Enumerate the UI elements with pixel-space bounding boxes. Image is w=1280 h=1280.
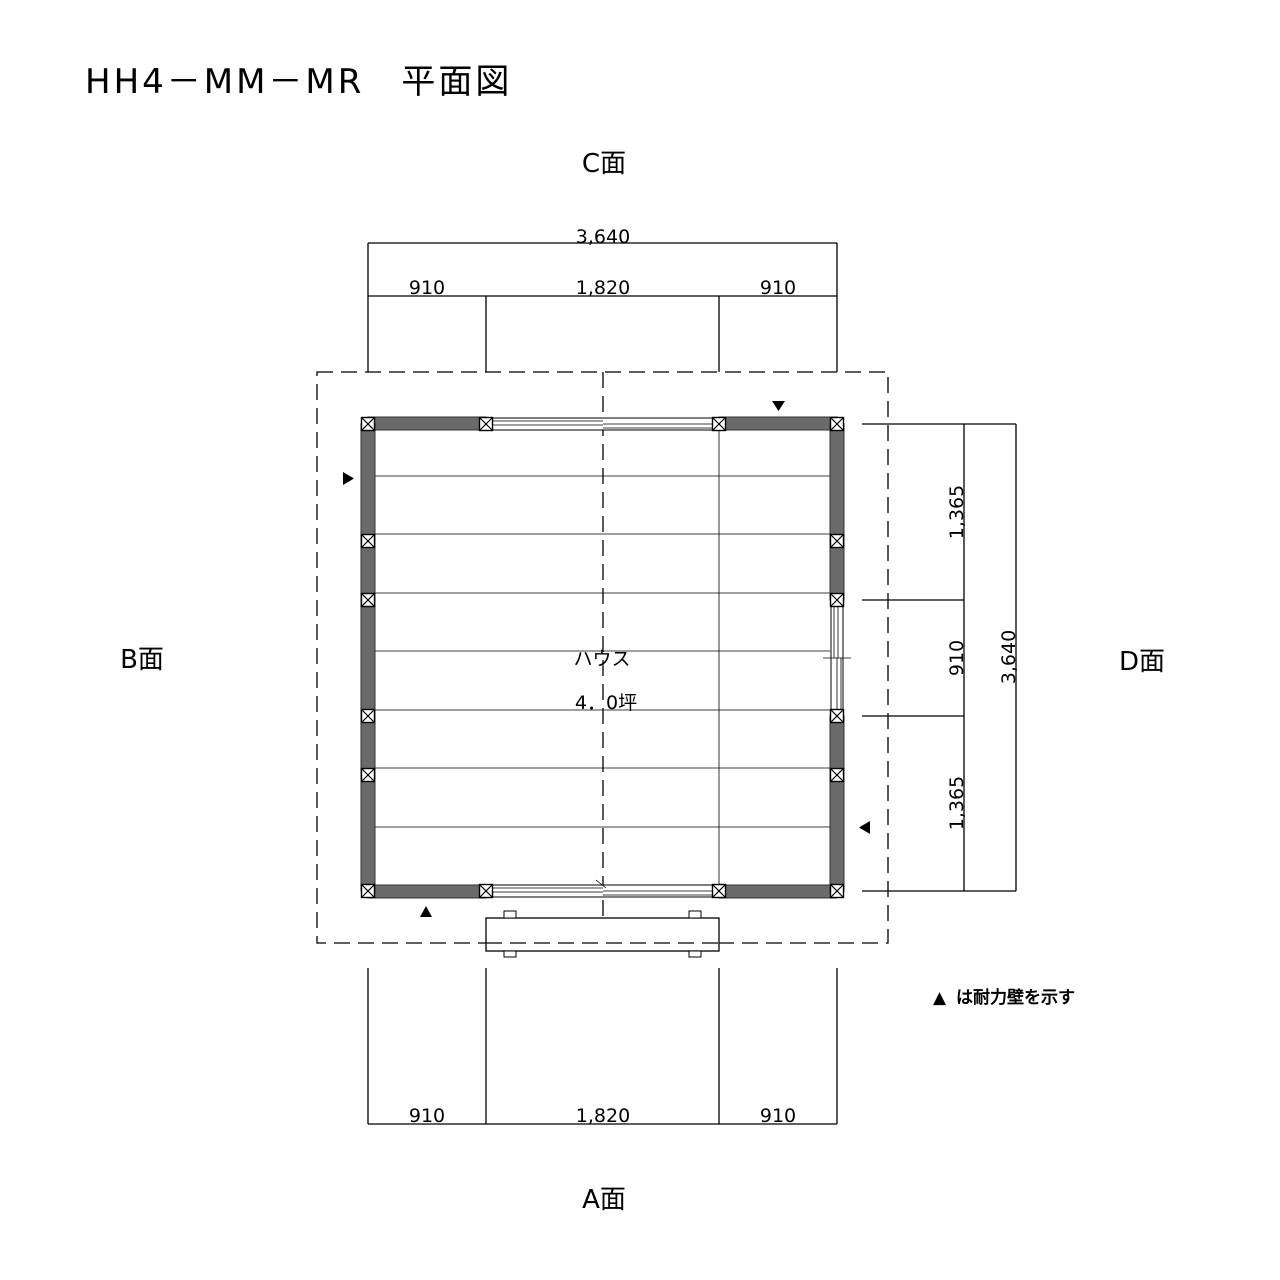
face-label-bottom: A面 (582, 1185, 626, 1215)
floor-board-lines (375, 431, 830, 884)
post (478, 416, 494, 432)
post (360, 592, 376, 608)
dim-top-left: 910 (409, 277, 445, 299)
legend-text: は耐力壁を示す (956, 987, 1075, 1008)
post (360, 767, 376, 783)
entry-step (485, 910, 720, 958)
bearing-wall-marker-bottom (420, 906, 432, 917)
post (711, 883, 727, 899)
sliding-door-top (485, 417, 720, 431)
window-right (823, 599, 851, 717)
post (711, 416, 727, 432)
bearing-wall-marker-right (859, 821, 870, 834)
post (829, 883, 845, 899)
post (478, 883, 494, 899)
dim-right-middle: 910 (946, 640, 968, 676)
dim-top-right: 910 (760, 277, 796, 299)
drawing-title: HH4－MM－MR 平面図 (85, 62, 512, 102)
post (829, 533, 845, 549)
post (829, 592, 845, 608)
post (829, 767, 845, 783)
dim-right-bottom: 1,365 (946, 776, 968, 830)
face-label-top: C面 (582, 149, 626, 179)
dim-bottom-right: 910 (760, 1105, 796, 1127)
dim-right-total: 3,640 (998, 630, 1020, 684)
dim-top-total: 3,640 (576, 226, 630, 248)
bearing-wall-marker-left (343, 472, 354, 485)
dim-right-top: 1,365 (946, 485, 968, 539)
posts (360, 416, 845, 899)
dim-bottom-left: 910 (409, 1105, 445, 1127)
post (360, 533, 376, 549)
right-dimension-lines (862, 423, 1017, 892)
dim-bottom-center: 1,820 (576, 1105, 630, 1127)
post (829, 708, 845, 724)
bearing-wall-markers (343, 401, 870, 917)
post (360, 708, 376, 724)
bearing-wall-marker-top (772, 401, 785, 411)
post (360, 883, 376, 899)
face-label-right: D面 (1119, 647, 1165, 677)
room-name: ハウス (573, 648, 630, 670)
bottom-dimension-lines (367, 968, 838, 1125)
face-label-left: B面 (120, 645, 164, 675)
post (360, 416, 376, 432)
post (829, 416, 845, 432)
top-dimension-lines (367, 242, 838, 372)
room-area: 4．0坪 (575, 692, 637, 714)
dim-top-center: 1,820 (576, 277, 630, 299)
legend-symbol: ▲ (933, 988, 947, 1008)
